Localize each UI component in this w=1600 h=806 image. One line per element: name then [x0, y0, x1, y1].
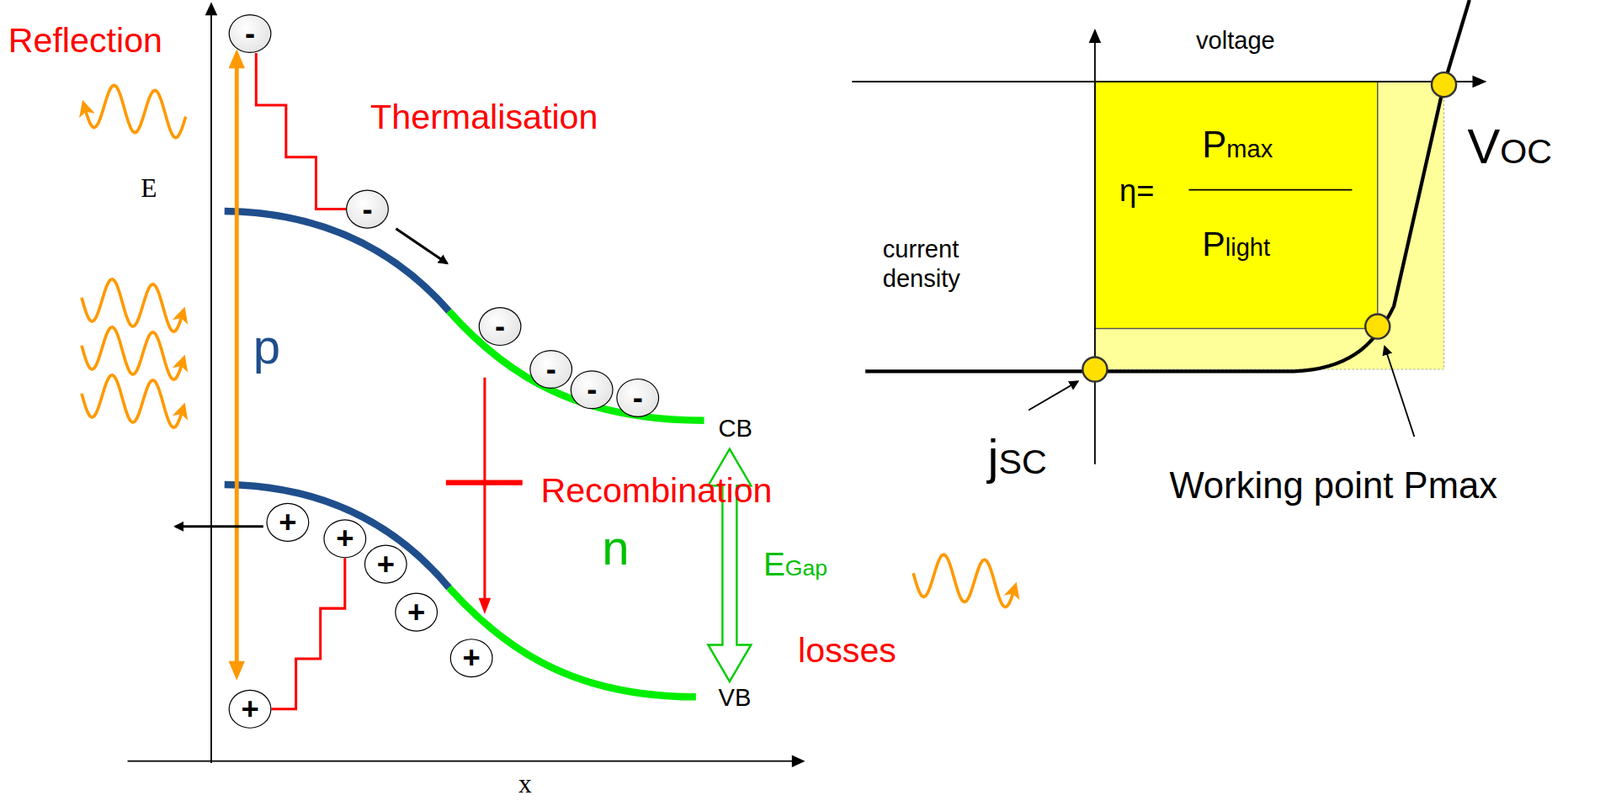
formula-numerator: Pmax: [1201, 126, 1273, 164]
voltage-axis: [851, 80, 1475, 83]
current-axis: [1094, 41, 1096, 465]
electron-sign: -: [361, 193, 373, 224]
energy-axis-label: E: [140, 175, 157, 203]
axis-head: [792, 754, 806, 768]
photon-wave: [81, 375, 184, 428]
electron-sign: -: [632, 382, 644, 414]
hole-circle: +: [394, 593, 438, 633]
x-axis: [127, 760, 795, 763]
arrow-head: [228, 661, 245, 681]
electron-circle: -: [529, 350, 573, 389]
losses-label: losses: [797, 632, 897, 668]
pmax-point: [1365, 314, 1390, 340]
jsc-point: [1082, 356, 1107, 382]
hole-circle: +: [265, 503, 309, 543]
working-point-label: Working point Pmax: [1169, 467, 1498, 505]
hole-sign: +: [240, 694, 259, 725]
jsc-label: jSC: [988, 432, 1048, 482]
axis-head: [1089, 28, 1102, 43]
n-region-label: n: [601, 523, 629, 573]
hole-sign: +: [377, 548, 395, 580]
hole-sign: +: [335, 523, 354, 554]
iv-curve: [865, 0, 1470, 372]
reflection-label: Reflection: [8, 22, 163, 58]
electron-circle: -: [228, 14, 272, 54]
electron-circle: -: [345, 190, 389, 229]
electron-circle: -: [616, 378, 660, 418]
photon-wave: [81, 279, 184, 332]
hole-circle: +: [323, 519, 367, 559]
recombination-arrow: [483, 377, 486, 601]
electron-circle: -: [570, 370, 614, 410]
photon-wave: [83, 85, 186, 138]
electron-sign: -: [586, 374, 597, 405]
hole-drift-arrow: [175, 525, 264, 528]
axis-title: current density: [882, 234, 1011, 294]
ideal-power-area: [1095, 81, 1445, 370]
electron-drift-arrow: [395, 228, 447, 264]
axis-head: [205, 1, 218, 16]
hole-circle: +: [364, 545, 408, 585]
hole-sign: +: [407, 596, 426, 628]
electron-sign: -: [244, 18, 256, 49]
electron-circle: -: [478, 307, 522, 346]
leader-line: [1028, 382, 1078, 411]
band-gap-label: EGap: [763, 547, 828, 581]
voc-point: [1431, 72, 1457, 97]
energy-axis: [210, 12, 213, 765]
efficiency-formula: η=: [1119, 175, 1154, 207]
voc-label: VOC: [1467, 122, 1553, 172]
fraction-bar: [1188, 189, 1352, 192]
max-power-area: [1095, 81, 1378, 329]
arrow-head: [478, 598, 492, 615]
photon-waves: [81, 85, 1016, 607]
axis-title: voltage: [1196, 28, 1276, 54]
thermalisation-staircase: [255, 53, 346, 210]
formula-denominator: Plight: [1201, 226, 1271, 261]
photon-wave: [913, 554, 1016, 607]
hole-sign: +: [462, 643, 481, 674]
hole-circle: +: [450, 638, 494, 678]
p-region-label: p: [253, 322, 281, 372]
hole-circle: +: [228, 690, 272, 729]
recombination-label: Recombination: [541, 472, 773, 507]
photon-wave: [81, 327, 184, 380]
electron-sign: -: [494, 311, 505, 342]
recombination-bar: [446, 480, 523, 486]
thermalisation-staircase: [271, 558, 345, 709]
axis-head: [1472, 75, 1487, 89]
band-label: VB: [718, 685, 752, 711]
conduction-band-p: [224, 211, 450, 312]
photon-energy-arrow: [234, 65, 240, 665]
electron-sign: -: [546, 354, 557, 385]
leader-line: [1384, 346, 1414, 437]
valence-band-n: [448, 588, 696, 698]
hole-sign: +: [278, 507, 297, 538]
band-label: CB: [718, 416, 753, 442]
valence-band-p: [224, 484, 450, 588]
x-axis-label: x: [518, 771, 532, 799]
thermalisation-label: Thermalisation: [370, 99, 598, 134]
